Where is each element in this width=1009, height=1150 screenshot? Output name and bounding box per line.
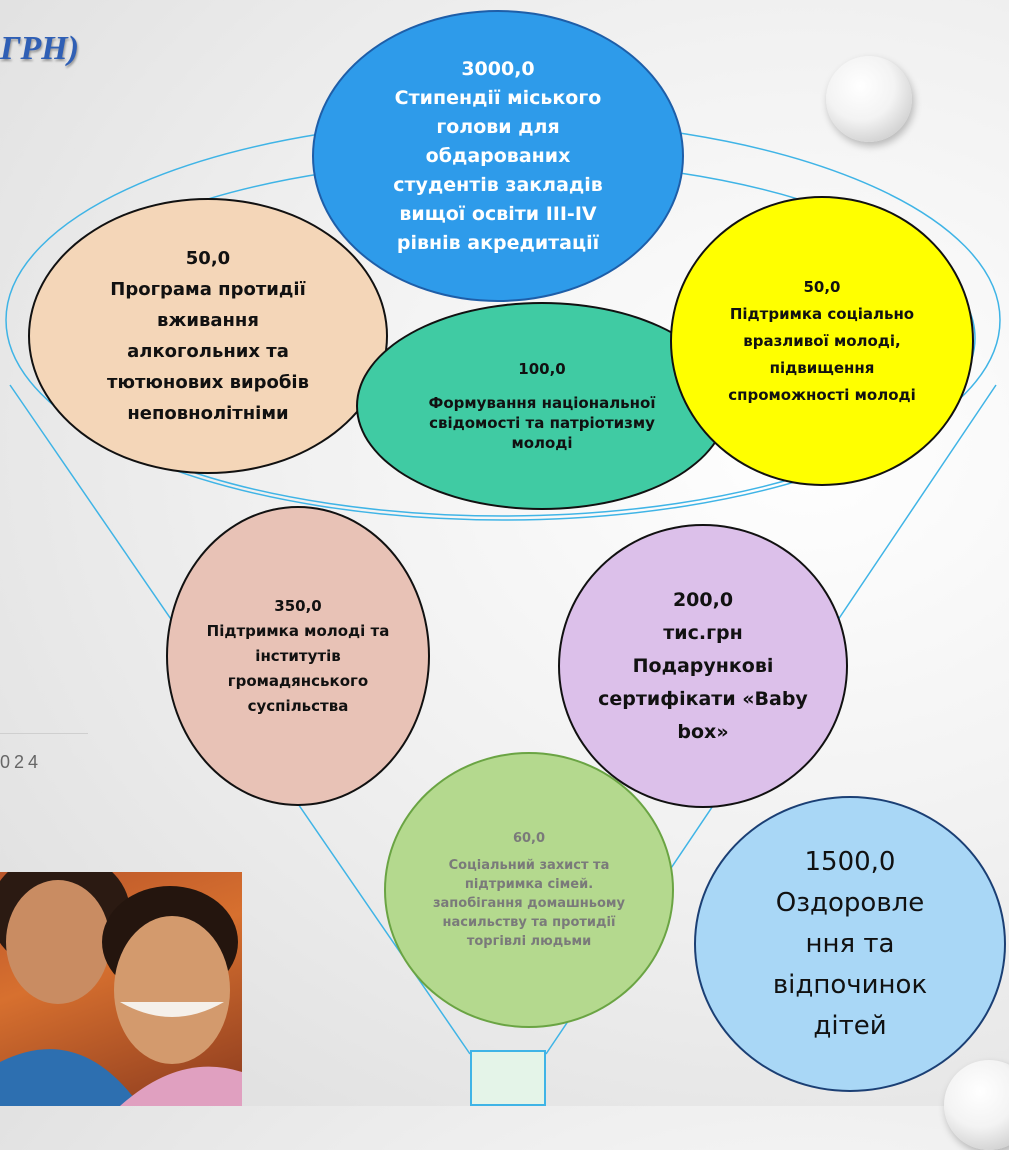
bubble-label: Оздоровле ння та відпочинок дітей [772, 887, 928, 1041]
bubble-label: Стипендії міського голови для обдаровани… [393, 86, 603, 254]
bubble-youth-civil-society: 350,0 Підтримка молоді та інститутів гро… [166, 506, 430, 806]
divider-line [0, 733, 88, 734]
bubble-value: 50,0 [185, 248, 231, 269]
bubble-value: 3000,0 [461, 57, 535, 80]
bubble-national-identity: 100,0 Формування національної свідомості… [356, 302, 728, 510]
bubble-baby-box: 200,0 тис.грн Подарункові сертифікати «B… [558, 524, 848, 808]
bubble-value: 1500,0 [804, 846, 896, 877]
bubble-family-protection: 60,0 Соціальний захист та підтримка сіме… [384, 752, 674, 1028]
decorative-orb [826, 56, 912, 142]
bubble-anti-alcohol-program: 50,0 Програма протидії вживання алкоголь… [28, 198, 388, 474]
bubble-value: 350,0 [274, 596, 322, 615]
bubble-label: Програма протидії вживання алкогольних т… [107, 279, 309, 424]
bubble-label: Подарункові сертифікати «Baby box» [598, 654, 808, 743]
bubble-vulnerable-youth: 50,0 Підтримка соціально вразливої молод… [670, 196, 974, 486]
youth-photo [0, 872, 242, 1106]
bubble-label: Підтримка молоді та інститутів громадянс… [206, 621, 390, 715]
bubble-value: 200,0 [672, 588, 734, 611]
page-title-fragment: ГРН) [0, 30, 80, 67]
bubble-value: 50,0 [803, 277, 841, 296]
bubble-child-recreation: 1500,0 Оздоровле ння та відпочинок дітей [694, 796, 1006, 1092]
funnel-spout [470, 1050, 546, 1106]
bubble-label: Формування національної свідомості та па… [428, 394, 656, 452]
bubble-label: Соціальний захист та підтримка сімей. за… [432, 858, 626, 949]
photo-illustration [0, 872, 242, 1106]
bubble-value: 60,0 [512, 831, 546, 846]
bubble-value: 100,0 [518, 360, 566, 378]
year-fragment: 024 [0, 752, 43, 772]
bubble-label: Підтримка соціально вразливої молоді, пі… [728, 304, 916, 404]
bubble-unit: тис.грн [663, 621, 743, 644]
bubble-mayor-scholarships: 3000,0 Стипендії міського голови для обд… [312, 10, 684, 302]
